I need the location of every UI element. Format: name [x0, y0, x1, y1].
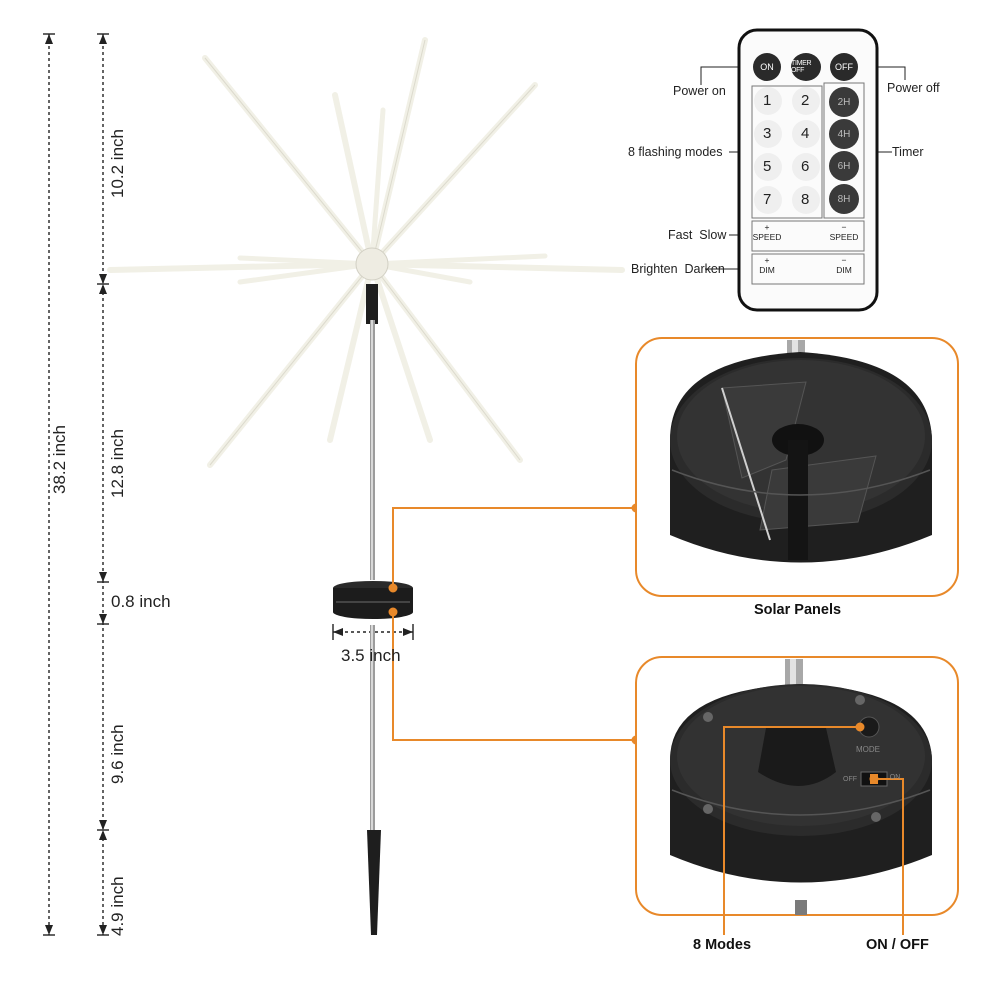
flashing-modes-callout: 8 flashing modes [628, 145, 723, 159]
remote-mode-6: 6 [801, 158, 810, 175]
stem-base [333, 581, 413, 619]
mode-button-label: MODE [856, 745, 880, 754]
remote-dim-down: DIM [836, 265, 852, 275]
remote-dim-up-sign: + [764, 255, 770, 265]
remote-mode-4: 4 [801, 125, 810, 142]
remote-mode-8: 8 [801, 191, 810, 208]
speed-callout: Fast Slow [668, 228, 727, 242]
top-height-label: 10.2 inch [108, 129, 127, 198]
solar-panel-box [635, 337, 959, 597]
total-height-dimension-line [43, 33, 55, 936]
base-height-label: 0.8 inch [111, 592, 171, 611]
remote-speed-down: SPEED [829, 232, 859, 242]
firework-hub [355, 247, 389, 281]
remote-mode-7: 7 [763, 191, 772, 208]
remote-dim-up: DIM [759, 265, 775, 275]
modes-caption: 8 Modes [693, 937, 752, 953]
base-width-dimension-line [332, 624, 414, 640]
switch-box [635, 656, 959, 916]
solar-connector [388, 503, 641, 593]
base-width-label: 3.5 inch [341, 646, 401, 665]
lower-height-label: 9.6 inch [108, 724, 127, 784]
segment-dimension-line [97, 33, 109, 936]
power-off-callout: Power off [887, 81, 940, 95]
stake-height-label: 4.9 inch [108, 876, 127, 936]
firework-ray-outlines [204, 39, 536, 466]
remote-speed-up-sign: + [764, 222, 770, 232]
remote-speed-down-sign: − [841, 222, 847, 232]
remote-timer-off-button: TIMER OFF [791, 53, 821, 81]
total-height-label: 38.2 inch [50, 425, 69, 494]
switch-connector [388, 607, 641, 745]
remote-dim-down-sign: − [841, 255, 847, 265]
power-on-callout: Power on [673, 84, 726, 98]
stem [366, 284, 381, 935]
switch-on-label: ON [889, 774, 901, 781]
remote-mode-5: 5 [763, 158, 772, 175]
middle-height-label: 12.8 inch [108, 429, 127, 498]
switch-off-label: OFF [843, 776, 857, 783]
remote-timer-2h: 2H [829, 87, 859, 117]
remote-speed-up: SPEED [752, 232, 782, 242]
remote-on-button: ON [753, 53, 781, 81]
remote-mode-2: 2 [801, 92, 810, 109]
remote-mode-1: 1 [763, 92, 772, 109]
remote-timer-6h: 6H [829, 151, 859, 181]
switch-callout-lines [723, 722, 904, 935]
timer-callout: Timer [892, 145, 924, 159]
on-off-caption: ON / OFF [866, 937, 929, 953]
remote-timer-4h: 4H [829, 119, 859, 149]
remote-timer-8h: 8H [829, 184, 859, 214]
solar-panels-caption: Solar Panels [754, 602, 842, 618]
remote-mode-3: 3 [763, 125, 772, 142]
brightness-callout: Brighten Darken [631, 262, 725, 276]
remote-off-button: OFF [830, 53, 858, 81]
